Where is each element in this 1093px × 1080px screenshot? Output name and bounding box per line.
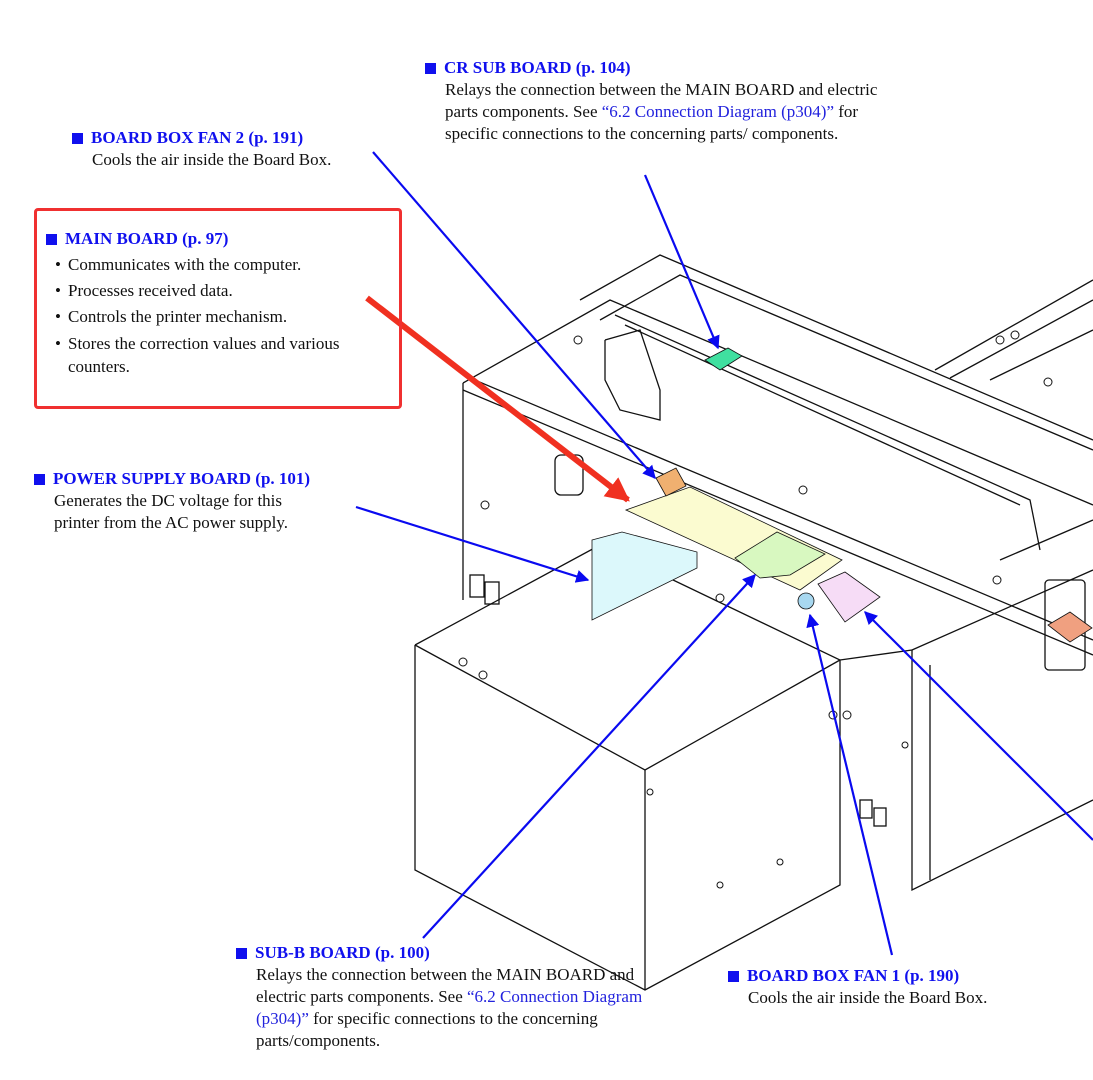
callout-power-supply-board: POWER SUPPLY BOARD (p. 101) Generates th… [34, 468, 354, 534]
callout-title[interactable]: BOARD BOX FAN 1 (p. 190) [747, 966, 960, 985]
bullet-square-icon [236, 947, 247, 959]
main-board-functions: Communicates with the computer. Processe… [46, 252, 386, 378]
callout-text: Relays the connection between the MAIN B… [256, 965, 635, 1006]
power-supply-board [591, 531, 698, 621]
callout-title[interactable]: SUB-B BOARD (p. 100) [255, 943, 430, 962]
list-item: Communicates with the computer. [55, 252, 386, 278]
callout-text: for specific connections to the concerni… [445, 102, 859, 143]
main-board-arrow [365, 295, 630, 503]
callout-text: Generates the DC voltage for this printe… [54, 491, 289, 532]
callout-title[interactable]: POWER SUPPLY BOARD (p. 101) [53, 469, 311, 488]
list-item: Controls the printer mechanism. [55, 304, 386, 330]
callout-cr-sub-board: CR SUB BOARD (p. 104) Relays the connect… [425, 57, 895, 145]
connection-diagram-link[interactable]: “6.2 Connection Diagram (p304)” [256, 987, 643, 1028]
pink-board [817, 571, 881, 623]
bullet-square-icon [425, 62, 436, 74]
right-fan [1047, 611, 1093, 643]
fan-2 [655, 467, 687, 497]
bullet-square-icon [46, 233, 57, 245]
cr-sub-board [704, 347, 743, 371]
list-item: Processes received data. [55, 278, 386, 304]
bullet-square-icon [728, 970, 739, 982]
main-board-highlight-box [34, 208, 402, 409]
printer-outline [414, 254, 1093, 991]
callout-text: for specific connections to the concerni… [256, 1009, 598, 1050]
callout-title[interactable]: CR SUB BOARD (p. 104) [444, 58, 631, 77]
bullet-square-icon [72, 132, 83, 144]
list-item: Stores the correction values and various… [55, 332, 386, 378]
callout-text: Relays the connection between the MAIN B… [445, 80, 878, 121]
fan-1 [797, 592, 815, 610]
bullet-square-icon [34, 473, 45, 485]
callout-sub-b-board: SUB-B BOARD (p. 100) Relays the connecti… [236, 942, 666, 1052]
callout-text: Cools the air inside the Board Box. [92, 150, 332, 169]
callout-title[interactable]: MAIN BOARD (p. 97) [65, 229, 229, 248]
connection-diagram-link[interactable]: “6.2 Connection Diagram (p304)” [601, 102, 835, 121]
callout-text: Cools the air inside the Board Box. [748, 988, 988, 1007]
callout-board-box-fan-2: BOARD BOX FAN 2 (p. 191) Cools the air i… [72, 127, 392, 171]
callout-main-board: MAIN BOARD (p. 97) Communicates with the… [46, 228, 386, 378]
callout-title[interactable]: BOARD BOX FAN 2 (p. 191) [91, 128, 304, 147]
callout-board-box-fan-1: BOARD BOX FAN 1 (p. 190) Cools the air i… [728, 965, 1048, 1009]
callout-arrows [355, 151, 1093, 956]
